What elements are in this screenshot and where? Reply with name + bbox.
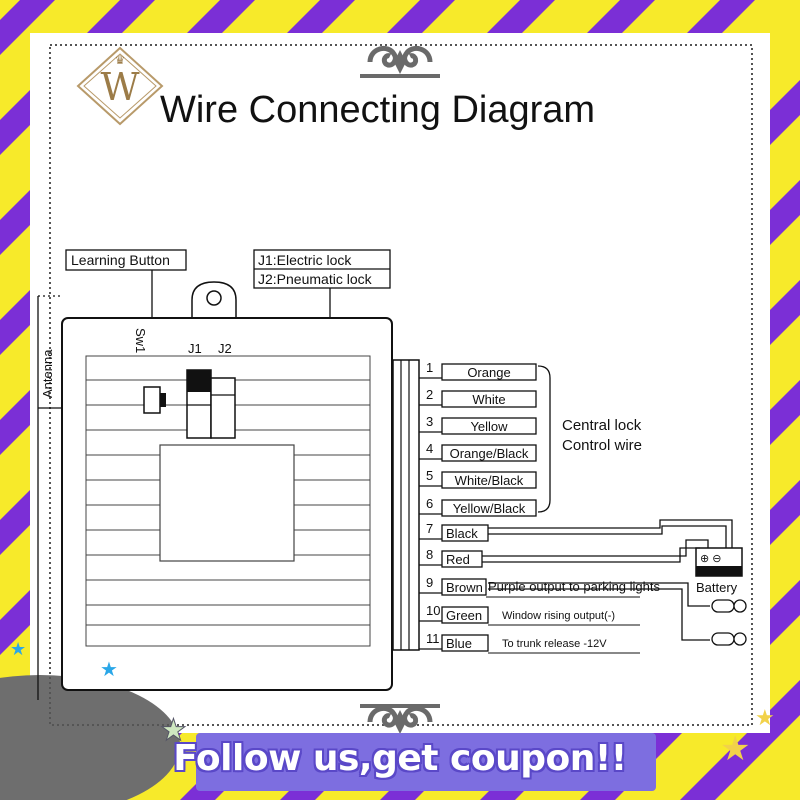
- wire-color-label: Black: [446, 526, 478, 541]
- logo-letter: W: [100, 65, 139, 109]
- wire-number: 7: [426, 521, 433, 536]
- wire-number: 4: [426, 441, 433, 456]
- diagram-title: Wire Connecting Diagram: [160, 89, 595, 131]
- wire-number: 10: [426, 603, 440, 618]
- wire-number: 5: [426, 468, 433, 483]
- bottom-ornament-icon: [360, 704, 440, 734]
- wire-color-label: Yellow: [470, 419, 508, 434]
- wire-color-box: [441, 550, 483, 568]
- wire-number: 3: [426, 414, 433, 429]
- wire-color-label: Green: [446, 608, 482, 623]
- wire-color-box: [441, 634, 489, 652]
- coupon-banner-text[interactable]: Follow us,get coupon!!: [173, 738, 627, 779]
- star-icon: ★: [100, 659, 118, 681]
- wire-color-box: [441, 417, 537, 435]
- crown-icon: ♛: [115, 53, 126, 67]
- battery-icon: ⊕ ⊖: [695, 547, 743, 577]
- wire-color-box: [441, 524, 489, 542]
- learning-button-label: Learning Button: [71, 252, 170, 268]
- central-lock-brace: [537, 365, 551, 513]
- wire-color-box: [441, 499, 537, 517]
- battery-polarity: ⊕ ⊖: [700, 553, 722, 565]
- wire-number: 8: [426, 547, 433, 562]
- star-icon: ★: [10, 639, 26, 659]
- wire-connector: [392, 359, 420, 651]
- jumper-label-j1: J1:Electric lock: [258, 252, 352, 268]
- dashed-border: [49, 44, 753, 726]
- wire-color-box: [441, 578, 487, 596]
- wire-color-label: White/Black: [455, 473, 524, 488]
- wire-color-label: Yellow/Black: [453, 501, 526, 516]
- j1-label: J1: [188, 341, 202, 356]
- wire-color-box: [441, 606, 489, 624]
- wire-number: 9: [426, 575, 433, 590]
- central-lock-label-line2: Control wire: [562, 437, 642, 454]
- central-lock-label-line1: Central lock: [562, 417, 642, 434]
- wire-color-label: White: [472, 392, 505, 407]
- jumper-label-j2: J2:Pneumatic lock: [258, 271, 373, 287]
- top-ornament-icon: [360, 45, 440, 78]
- wire-output-note: Purple output to parking lights: [488, 579, 660, 594]
- wire-color-box: [441, 444, 537, 462]
- wire-number: 2: [426, 387, 433, 402]
- wire-color-box: [441, 390, 537, 408]
- star-icon: ★: [755, 705, 775, 730]
- j2-label: J2: [218, 341, 232, 356]
- wire-rows: 1 Orange 2 White 3 Yellow 4 Orange/Black 5 White/…: [419, 360, 660, 654]
- wire-color-label: Orange/Black: [450, 446, 529, 461]
- battery-label: Battery: [696, 580, 738, 595]
- power-lines: [482, 519, 733, 641]
- wire-number: 11: [426, 631, 440, 646]
- wire-color-box: [441, 363, 537, 381]
- wire-color-label: Red: [446, 552, 470, 567]
- star-icon: ★: [720, 730, 750, 768]
- wire-color-box: [441, 471, 537, 489]
- star-icon: ★: [160, 714, 187, 747]
- coupon-banner-bg: [196, 733, 656, 791]
- jumper-block[interactable]: [186, 369, 236, 439]
- wire-color-label: Blue: [446, 636, 472, 651]
- wire-color-label: Brown: [446, 580, 483, 595]
- wire-color-label: Orange: [467, 365, 510, 380]
- wire-output-note: To trunk release -12V: [502, 638, 607, 650]
- learning-button[interactable]: [143, 386, 161, 414]
- antenna-lead: [37, 295, 62, 700]
- wire-number: 6: [426, 496, 433, 511]
- sw1-label: Sw1: [133, 328, 148, 353]
- wire-output-note: Window rising output(-): [502, 610, 615, 622]
- brand-logo: W ♛: [76, 46, 164, 126]
- antenna-label: Antenna: [40, 349, 55, 398]
- relay-terminals: [711, 599, 747, 646]
- learning-button-callout: [65, 249, 187, 271]
- wire-number: 1: [426, 360, 433, 375]
